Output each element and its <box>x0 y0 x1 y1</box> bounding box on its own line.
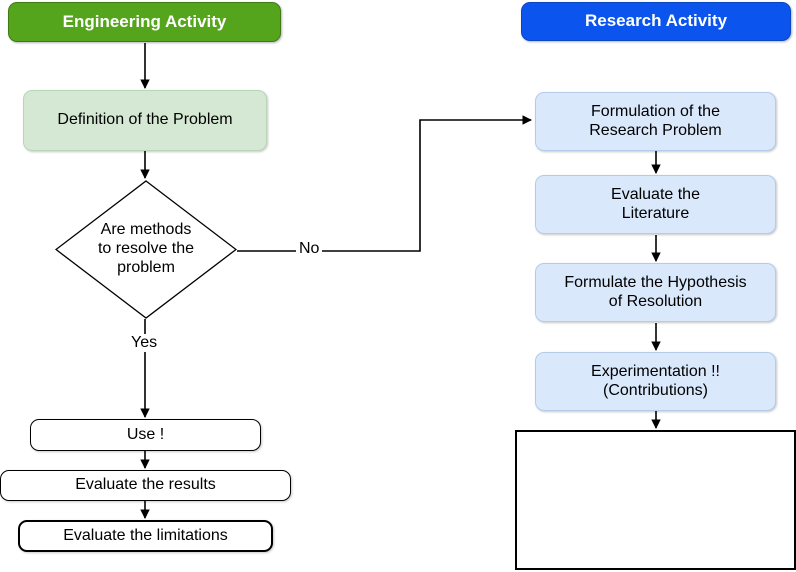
node-evaluate-the-limitations[interactable]: Evaluate the limitations <box>18 520 273 552</box>
node-formulation-of-the-research-problem[interactable]: Formulation of the Research Problem <box>535 92 776 151</box>
edge-label-no: No <box>296 240 323 258</box>
diamond-shape <box>55 180 237 319</box>
node-evaluate-the-literature[interactable]: Evaluate the Literature <box>535 175 776 234</box>
node-blank-placeholder[interactable] <box>515 430 796 570</box>
node-evaluate-the-results[interactable]: Evaluate the results <box>0 470 291 501</box>
node-decision-are-methods-to-resolve-the-problem[interactable]: Are methods to resolve the problem <box>55 180 237 319</box>
edge-decision-no-to-formulation <box>237 115 532 252</box>
engineering-activity-header: Engineering Activity <box>8 2 281 42</box>
edge-label-yes: Yes <box>128 334 161 352</box>
node-use[interactable]: Use ! <box>30 419 261 451</box>
node-experimentation-contributions[interactable]: Experimentation !! (Contributions) <box>535 352 776 411</box>
node-definition-of-the-problem[interactable]: Definition of the Problem <box>23 90 267 151</box>
node-formulate-the-hypothesis-of-resolution[interactable]: Formulate the Hypothesis of Resolution <box>535 263 776 322</box>
research-activity-header: Research Activity <box>521 2 791 41</box>
